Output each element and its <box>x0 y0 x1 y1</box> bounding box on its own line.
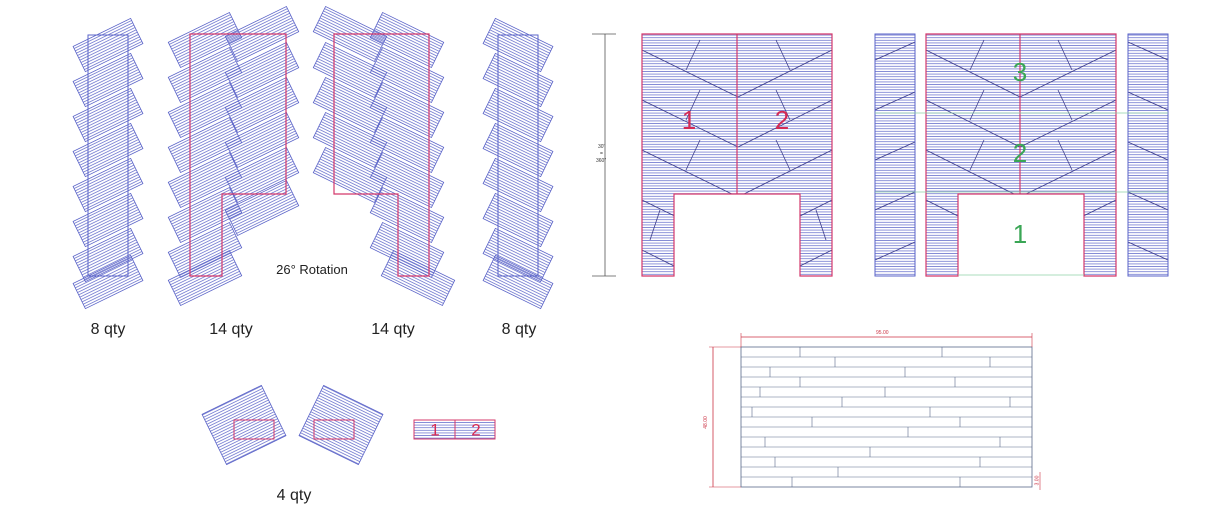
zone-2: 2 <box>1012 138 1028 168</box>
tile-column-14-right <box>312 5 456 307</box>
wall-zoned-elevation <box>875 33 1168 277</box>
zone-1: 1 <box>1012 219 1028 249</box>
side-strip-left <box>874 33 916 277</box>
plank-width-dim: 95.00 <box>876 330 889 336</box>
plank-layout-detail <box>709 333 1041 490</box>
corner-piece-2: 2 <box>471 420 481 440</box>
qty-label-8-right: 8 qty <box>501 321 537 338</box>
rotation-label: 26° Rotation <box>276 262 348 277</box>
qty-label-4: 4 qty <box>276 487 312 504</box>
tile-column-8-right <box>482 17 554 310</box>
qty-label-8-left: 8 qty <box>90 321 126 338</box>
height-dim-line-3: 360" <box>596 158 607 164</box>
plank-height-dim: 48.00 <box>702 416 709 429</box>
corner-tile-right <box>298 384 384 466</box>
qty-label-14-left: 14 qty <box>209 321 253 338</box>
height-dim-line-1: 30' <box>598 144 605 150</box>
height-dimension <box>592 33 616 277</box>
qty-label-14-right: 14 qty <box>371 321 415 338</box>
zone-3: 3 <box>1012 57 1028 87</box>
corner-piece-1: 1 <box>430 420 440 440</box>
wall-section-1: 1 <box>681 105 697 135</box>
wall-section-2: 2 <box>774 105 790 135</box>
height-dim-line-2: = <box>600 151 603 157</box>
wall-herringbone-elevation <box>641 33 833 277</box>
corner-tile-left <box>201 384 287 466</box>
plank-row-dim: 3.00 <box>1034 475 1041 486</box>
tile-column-14-left <box>167 5 300 307</box>
side-strip-right <box>1127 33 1169 277</box>
corner-piece-pair <box>413 419 496 440</box>
tile-column-8-left <box>72 17 144 310</box>
